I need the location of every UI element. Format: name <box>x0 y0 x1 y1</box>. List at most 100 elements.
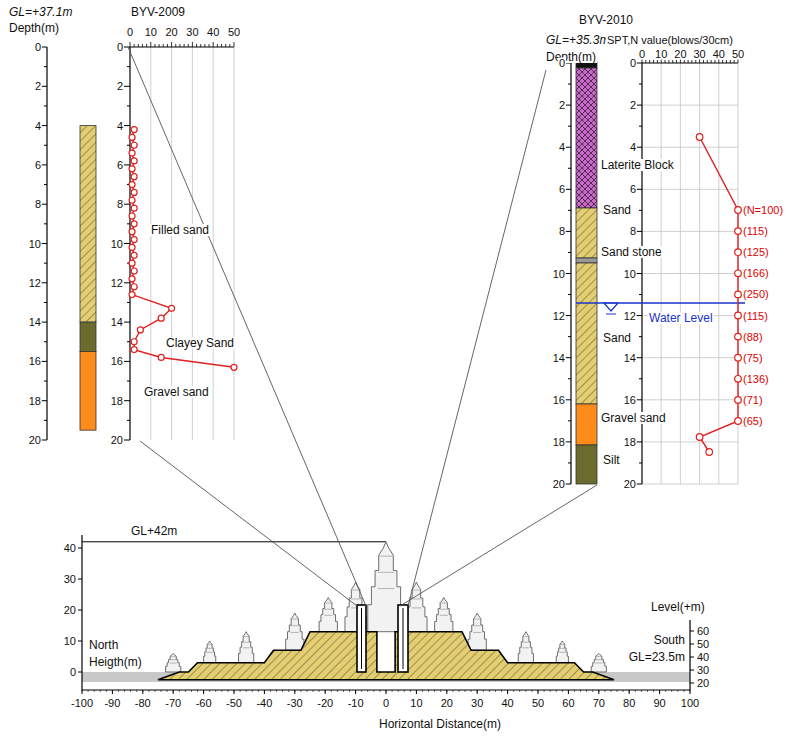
spt-point <box>735 270 742 277</box>
distance-axis-tick <box>112 690 113 694</box>
depth-axis-tick <box>124 125 130 126</box>
distance-axis-tick <box>252 690 253 692</box>
cross-section <box>78 535 694 694</box>
tower-tier <box>522 647 529 648</box>
distance-axis-tick <box>471 690 472 692</box>
spt-axis-tick <box>171 42 172 47</box>
axis-title: SPT,N value(blows/30cm) <box>606 35 734 46</box>
spt-tick: 20 <box>164 27 178 38</box>
depth-axis-tick <box>568 378 571 379</box>
distance-axis-tick <box>246 690 247 692</box>
tower-tier <box>473 619 481 620</box>
spt-axis-tick <box>668 60 669 63</box>
tower-tier <box>324 609 332 610</box>
distance-axis-tick <box>617 690 618 692</box>
depth-axis-tick <box>124 400 130 401</box>
distance-axis-tick <box>379 690 380 692</box>
grid-line <box>642 105 738 106</box>
spt-point <box>735 291 742 298</box>
distance-tick: -20 <box>316 698 334 709</box>
distance-axis-tick <box>386 690 387 692</box>
spt-value: (75) <box>742 352 764 363</box>
distance-axis-tick <box>483 690 484 692</box>
level-tick: 20 <box>696 678 710 689</box>
temple-tower <box>166 653 181 672</box>
distance-axis-tick <box>331 690 332 692</box>
temple-mound <box>158 632 614 680</box>
distance-axis-tick <box>386 690 387 694</box>
spt-axis-tick <box>138 44 139 47</box>
clay-layer <box>80 322 96 351</box>
depth-tick: 8 <box>558 226 566 237</box>
distance-axis-tick <box>355 690 356 692</box>
water-level-line <box>576 302 745 304</box>
depth-tick: 16 <box>28 356 42 367</box>
spt-value: (136) <box>742 373 770 384</box>
spt-axis-tick <box>213 42 214 47</box>
layer-name: Sand <box>602 332 632 344</box>
spt-axis-tick <box>146 44 147 47</box>
spt-axis-tick <box>154 44 155 47</box>
tower-tier <box>351 598 361 599</box>
depth-tick: 20 <box>110 435 124 446</box>
tower-tier <box>378 572 394 573</box>
spt-axis <box>130 46 234 47</box>
distance-axis-tick <box>124 690 125 692</box>
distance-axis-tick <box>629 690 630 692</box>
borehole-left <box>357 605 366 672</box>
distance-axis-tick <box>264 690 265 694</box>
distance-tick: -80 <box>134 698 152 709</box>
depth-tick: 18 <box>552 436 566 447</box>
distance-axis-tick <box>288 690 289 692</box>
distance-axis-tick <box>410 690 411 692</box>
spt-value: (65) <box>742 416 764 427</box>
spt-point <box>131 221 137 227</box>
distance-axis-tick <box>659 690 660 692</box>
depth-axis-tick <box>124 322 130 323</box>
leader-line <box>128 47 366 606</box>
layer-name: Gravel sand <box>143 386 210 398</box>
height-tick: 10 <box>63 636 77 647</box>
distance-axis-tick <box>173 690 174 694</box>
distance-tick: 60 <box>561 698 575 709</box>
distance-axis-tick <box>610 690 611 692</box>
depth-tick: 12 <box>552 310 566 321</box>
spt-point <box>735 397 742 404</box>
distance-axis-tick <box>501 690 502 692</box>
spt-point <box>129 134 135 140</box>
distance-axis-tick <box>598 690 599 692</box>
depth-axis-tick <box>44 145 47 146</box>
spt-point <box>706 449 713 456</box>
distance-axis-tick <box>623 690 624 692</box>
spt-value: (115) <box>742 310 769 321</box>
distance-tick: -30 <box>286 698 304 709</box>
temple-tower <box>286 613 304 650</box>
tower-tier <box>595 656 602 657</box>
distance-axis-tick <box>106 690 107 692</box>
spt-axis-tick <box>653 60 654 63</box>
spt-point <box>129 213 135 219</box>
level-axis-tick <box>690 644 694 645</box>
depth-tick: 18 <box>110 395 124 406</box>
tower-tier <box>412 590 422 591</box>
spt-axis-tick <box>192 42 193 47</box>
distance-axis-tick <box>179 690 180 692</box>
distance-axis-tick <box>477 690 478 694</box>
spt-axis-tick <box>229 44 230 47</box>
distance-axis-tick <box>635 690 636 692</box>
depth-tick: 12 <box>28 277 42 288</box>
spt-value: (N=100) <box>742 205 784 216</box>
grid-line <box>234 47 235 440</box>
tower-tier <box>378 588 394 589</box>
spt-axis-tick <box>707 60 708 63</box>
depth-tick: 10 <box>552 268 566 279</box>
silt-layer <box>576 445 597 484</box>
grid-line <box>680 63 681 484</box>
distance-axis-tick <box>294 690 295 692</box>
distance-axis-tick <box>142 690 143 694</box>
spt-value: (125) <box>742 247 770 258</box>
spt-axis-tick <box>196 44 197 47</box>
tower-tier <box>560 648 565 649</box>
layer-name: Filled sand <box>150 224 210 236</box>
